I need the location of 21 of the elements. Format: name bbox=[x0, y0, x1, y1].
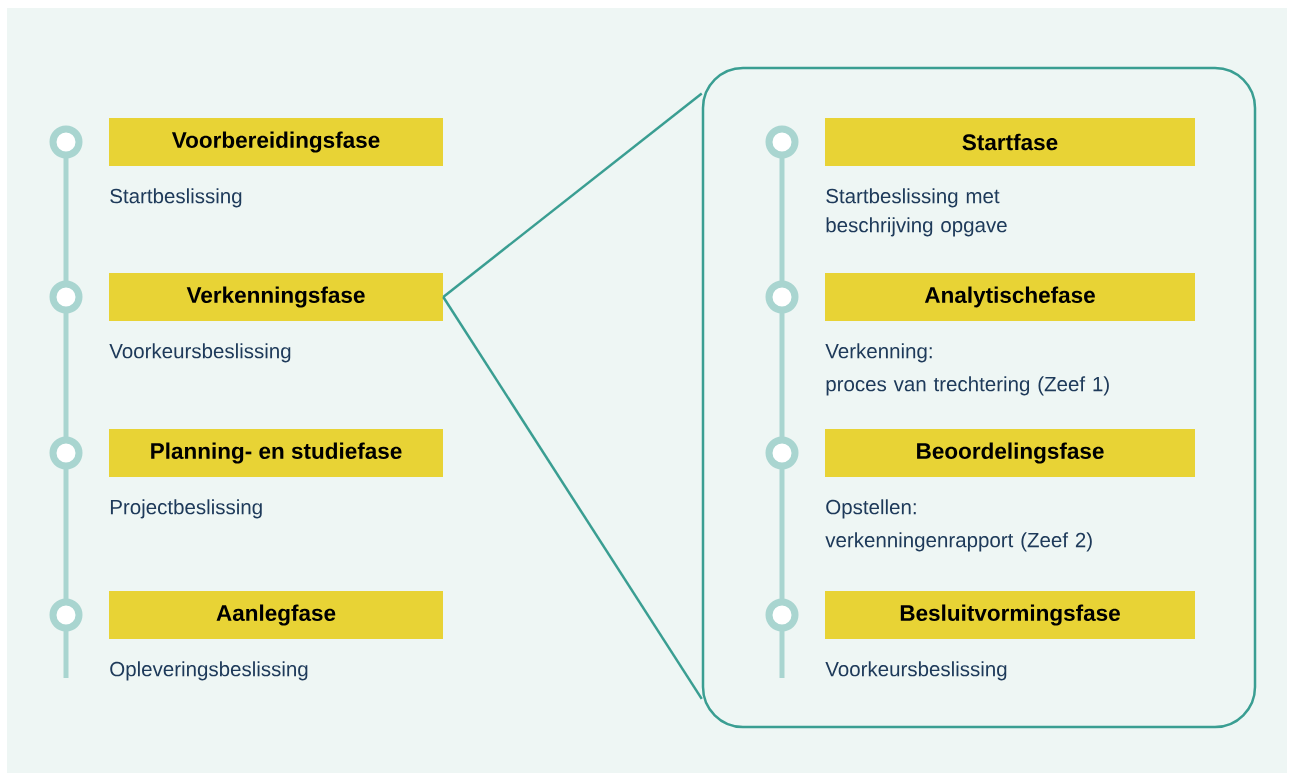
detail-frame bbox=[701, 66, 1257, 729]
phase-box: Besluitvormingsfase bbox=[825, 591, 1195, 639]
phase-box: Beoordelingsfase bbox=[825, 429, 1195, 477]
phase-box: Aanlegfase bbox=[109, 591, 443, 639]
decision-text: Startbeslissing bbox=[110, 188, 242, 208]
decision-text: Startbeslissing met beschrijving opgave bbox=[826, 188, 1007, 237]
decision-text: Verkenning: bbox=[825, 343, 932, 363]
decision-text: verkenningenrapport (Zeef 2) bbox=[825, 532, 1092, 552]
decision-text: Voorkeursbeslissing bbox=[825, 661, 1007, 681]
phase-box: Startfase bbox=[825, 118, 1195, 166]
phase-box: Verkenningsfase bbox=[109, 273, 443, 321]
phase-box: Planning- en studiefase bbox=[109, 429, 443, 477]
decision-text: Projectbeslissing bbox=[110, 499, 262, 519]
decision-text: Voorkeursbeslissing bbox=[109, 343, 291, 363]
zoom-line bbox=[442, 92, 703, 298]
decision-text: Opleveringsbeslissing bbox=[110, 661, 308, 681]
decision-text: Opstellen: bbox=[826, 499, 916, 519]
phase-box: Analytischefase bbox=[825, 273, 1195, 321]
zoom-line bbox=[442, 296, 703, 700]
phase-box: Voorbereidingsfase bbox=[109, 118, 443, 166]
decision-text: proces van trechtering (Zeef 1) bbox=[826, 376, 1109, 396]
